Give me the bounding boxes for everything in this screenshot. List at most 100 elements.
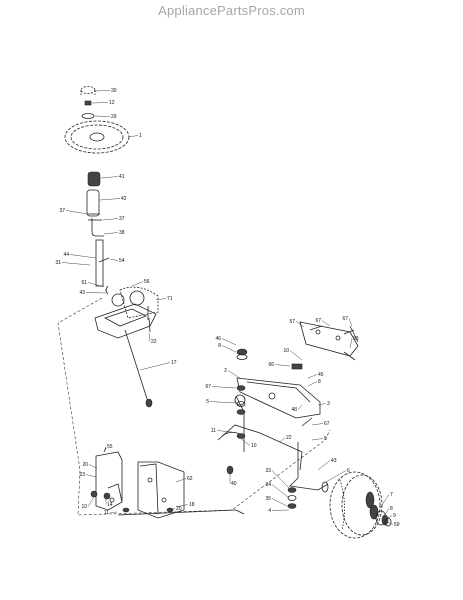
- leader-line: [87, 282, 105, 288]
- leader-line: [271, 509, 290, 511]
- part-callout-label: 46: [215, 336, 221, 342]
- leader-line: [175, 504, 189, 508]
- leader-line: [348, 318, 353, 327]
- part-callout-label: 59: [394, 522, 400, 528]
- leader-line: [216, 430, 233, 433]
- leader-line: [100, 176, 119, 179]
- watermark: AppliancePartsPros.com: [158, 3, 305, 18]
- part-callout-label: 18: [189, 502, 195, 508]
- leader-line: [385, 515, 393, 520]
- steering-shaft-bolts: [88, 213, 110, 263]
- part-callout-label: 33: [353, 336, 359, 342]
- leader-line: [271, 484, 290, 499]
- part-callout-label: 62: [187, 476, 193, 482]
- leader-line: [221, 345, 237, 353]
- leader-line: [61, 262, 91, 266]
- leader-line: [169, 508, 176, 511]
- part-callout-label: 7: [390, 492, 393, 498]
- part-callout-label: 8: [390, 506, 393, 512]
- leader-line: [103, 446, 107, 453]
- part-callout-label: 31: [55, 260, 61, 266]
- leader-line: [175, 478, 187, 483]
- steering-shaft: [91, 218, 104, 287]
- part-callout-label: 40: [231, 481, 237, 487]
- steering-gear-bracket: [94, 285, 159, 339]
- part-callout-label: 20: [176, 506, 182, 512]
- part-callout-label: 67: [342, 316, 348, 322]
- part-callout-label: 1: [139, 133, 142, 139]
- part-callout-label: 5: [324, 436, 327, 442]
- control-rod: [117, 509, 245, 516]
- front-wheel: [321, 471, 392, 539]
- leader-line: [295, 321, 305, 328]
- part-callout-label: 14: [107, 502, 113, 508]
- leader-line: [349, 338, 353, 349]
- part-callout-label: 8: [318, 379, 321, 385]
- leader-line: [317, 403, 327, 406]
- leader-line: [69, 254, 97, 259]
- steering-washer: [81, 113, 95, 119]
- part-callout-label: 33: [265, 468, 271, 474]
- steering-wheel: [64, 120, 130, 154]
- part-callout-label: 20: [82, 462, 88, 468]
- part-callout-label: 3: [327, 401, 330, 407]
- leader-line: [289, 350, 303, 361]
- part-callout-label: 8: [218, 343, 221, 349]
- part-callout-label: 34: [265, 482, 271, 488]
- leader-line: [379, 494, 390, 509]
- part-callout-label: 45: [318, 372, 324, 378]
- part-callout-label: 56: [144, 279, 150, 285]
- leader-line: [99, 198, 121, 201]
- part-callout-label: 2: [224, 368, 227, 374]
- part-callout-label: 10: [283, 348, 289, 354]
- part-callout-label: 11: [211, 428, 216, 434]
- steering-wheel-cap: [80, 86, 96, 95]
- part-callout-label: 11: [104, 510, 109, 516]
- part-callout-label: 9: [393, 513, 396, 519]
- leader-line: [102, 218, 119, 221]
- part-callout-label: 67: [315, 318, 321, 324]
- part-callout-label: 10: [81, 504, 87, 510]
- part-callout-label: 17: [171, 360, 177, 366]
- part-callout-label: 66: [268, 362, 274, 368]
- leader-line: [85, 474, 97, 478]
- part-callout-label: 43: [331, 458, 337, 464]
- part-callout-label: 44: [63, 252, 69, 258]
- part-callout-label: 54: [119, 258, 125, 264]
- leader-line: [321, 320, 331, 327]
- axle-pin: [291, 363, 303, 370]
- leader-line: [109, 511, 118, 513]
- leader-line: [87, 496, 95, 507]
- leader-line: [383, 508, 390, 517]
- leader-line: [239, 437, 251, 446]
- part-callout-label: 37: [59, 208, 65, 214]
- leader-line: [91, 102, 109, 104]
- part-callout-label: 35: [265, 496, 271, 502]
- leader-line: [88, 464, 98, 469]
- leader-line: [131, 281, 144, 287]
- leader-line: [307, 381, 318, 387]
- steering-shaft-upper: [86, 189, 100, 217]
- leader-line: [209, 401, 237, 404]
- leader-line: [325, 470, 347, 483]
- part-callout-label: 12: [109, 100, 115, 106]
- leader-line: [103, 232, 119, 235]
- part-callout-label: 4: [268, 508, 271, 514]
- leader-line: [311, 423, 324, 426]
- axle-support-bracket: [299, 321, 359, 357]
- steering-nut: [84, 100, 92, 106]
- part-callout-label: 42: [121, 196, 127, 202]
- part-callout-label: 61: [81, 280, 87, 286]
- part-callout-label: 67: [324, 421, 330, 427]
- part-callout-label: 10: [251, 443, 257, 449]
- leader-line: [148, 332, 151, 342]
- lower-bracket-fasteners: [90, 490, 174, 513]
- bracket-bolts: [309, 325, 356, 361]
- part-callout-label: 43: [79, 290, 85, 296]
- part-callout-label: 41: [119, 174, 125, 180]
- part-callout-label: 38: [119, 230, 125, 236]
- part-callout-label: 57: [289, 319, 295, 325]
- spindle-washers: [236, 348, 248, 415]
